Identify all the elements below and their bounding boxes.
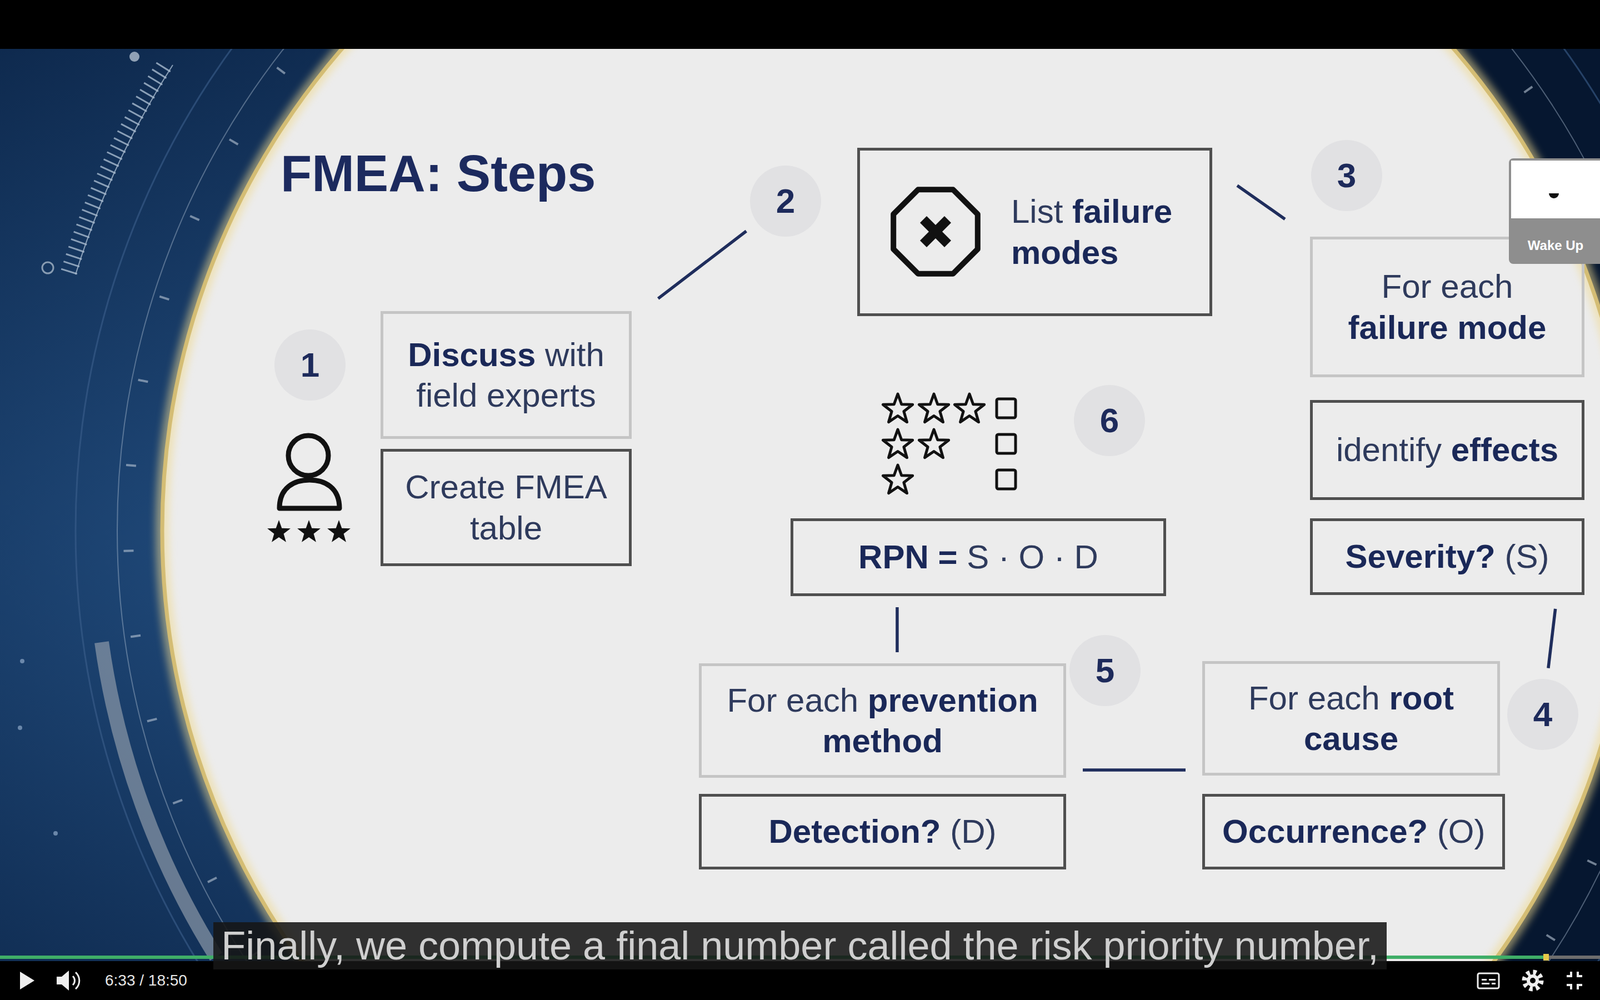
box-text: Occurrence? (O) [1222, 811, 1485, 852]
box-text: RPN = S · O · D [858, 536, 1099, 578]
step-number: 1 [300, 347, 320, 383]
process-box: Create FMEA table [380, 448, 632, 567]
circle-fill [1073, 385, 1145, 457]
step-number-circle: 4 [1507, 678, 1579, 750]
box-text: For each failure mode [1348, 266, 1547, 348]
box-text: List failure modes [1011, 191, 1173, 273]
connector-line [1237, 185, 1285, 219]
process-box: Occurrence? (O) [1202, 793, 1505, 870]
widget-label: Wake Up [1527, 237, 1584, 254]
subtitle: Finally, we compute a final number calle… [213, 922, 1387, 970]
step-number: 4 [1533, 697, 1553, 732]
step-number: 6 [1100, 403, 1119, 438]
time-display: 6:33 / 18:50 [105, 971, 188, 990]
box-text: Discuss with field experts [407, 334, 605, 416]
process-box: Severity? (S) [1310, 518, 1585, 595]
connector-line [658, 231, 747, 299]
process-box: RPN = S · O · D [790, 518, 1167, 597]
slide-area [163, 0, 1600, 1000]
diagram-title: FMEA: Steps [280, 145, 596, 202]
step-number-circle: 3 [1311, 140, 1383, 212]
connector-line [1548, 608, 1556, 669]
gold-ring [162, 0, 1600, 1000]
step-number: 5 [1095, 653, 1115, 688]
box-text: Create FMEA table [405, 466, 607, 548]
circle-fill [274, 329, 346, 401]
connector-line [1082, 768, 1186, 772]
top-bar [0, 0, 1600, 49]
player-controls [20, 970, 1583, 991]
box-text: identify effects [1336, 429, 1559, 470]
rating-icon [882, 393, 1016, 494]
step-number: 3 [1337, 158, 1357, 193]
step-number-circle: 1 [274, 329, 346, 401]
process-box: identify effects [1310, 400, 1585, 500]
circle-fill [1311, 140, 1383, 212]
circle-fill [750, 165, 822, 237]
circle-fill [1069, 635, 1141, 707]
widget-panel [1508, 158, 1600, 264]
process-box: Detection? (D) [698, 793, 1067, 870]
step-number-circle: 5 [1069, 635, 1141, 707]
widget-glyph [1548, 193, 1559, 199]
process-box: For each failure mode [1310, 236, 1585, 378]
widget-screen [1511, 160, 1600, 219]
step-number-circle: 2 [750, 165, 822, 237]
failure-stop-icon [893, 189, 978, 274]
process-box: Discuss with field experts [380, 311, 632, 439]
process-box: For each root cause [1202, 661, 1500, 776]
gold-ring-glow [162, 0, 1600, 1000]
person-icon [267, 435, 351, 543]
frame-decoration [17, 0, 1600, 1000]
connector-line [895, 607, 899, 653]
process-box: List failure modes [857, 147, 1213, 317]
step-number: 2 [776, 183, 795, 219]
process-box: For each prevention method [698, 663, 1067, 778]
box-text: Severity? (S) [1345, 536, 1550, 577]
step-number-circle: 6 [1073, 385, 1145, 457]
circle-fill [1507, 678, 1579, 750]
box-text: For each root cause [1248, 677, 1454, 759]
box-text: For each prevention method [726, 680, 1038, 762]
box-text: Detection? (D) [768, 811, 997, 852]
